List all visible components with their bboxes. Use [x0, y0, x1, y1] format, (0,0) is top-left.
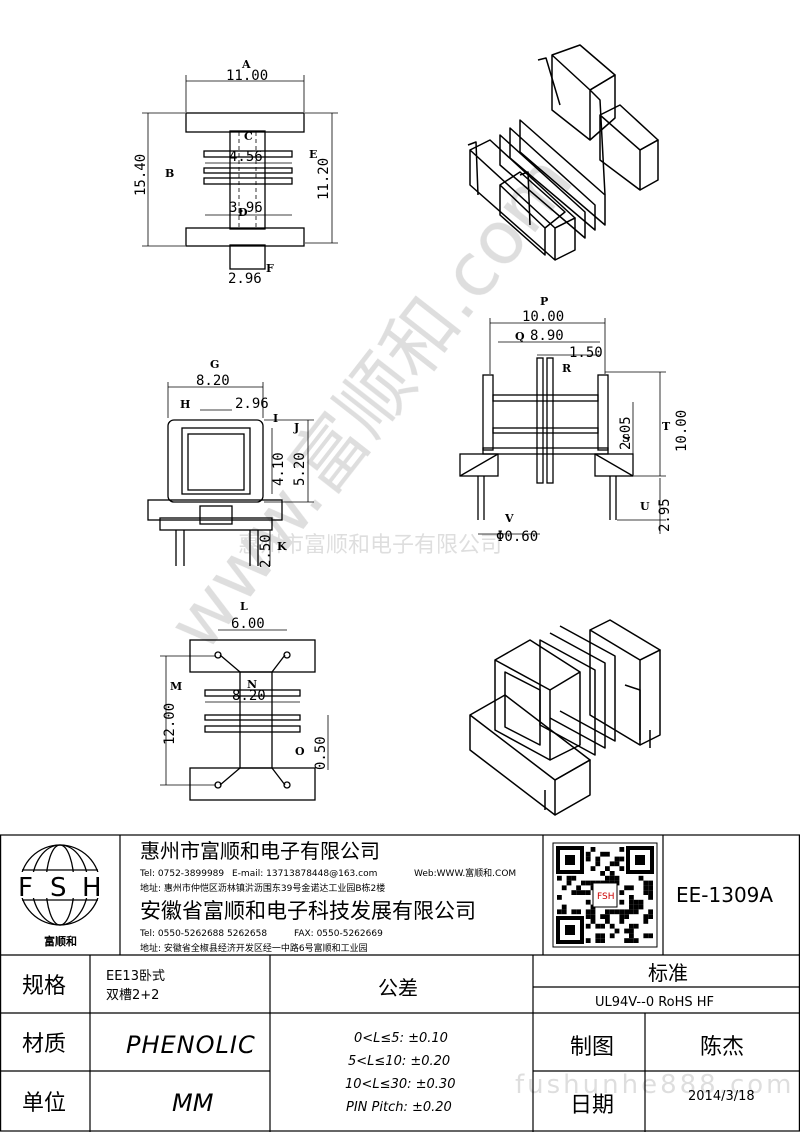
label-R: R	[562, 362, 572, 375]
dim-H: 2.96	[235, 396, 269, 412]
label-C: C	[244, 130, 253, 143]
company-info: 惠州市富顺和电子有限公司 Tel: 0752-3899989 E-mail: 1…	[139, 839, 516, 954]
isometric-view-2	[469, 619, 661, 816]
label-N: N	[247, 678, 257, 691]
tolerance-1: 0<L≤5: ±0.10	[354, 1031, 448, 1046]
fsh-logo-letters: F S H 富顺和	[12, 872, 108, 948]
top-view-dims: A 11.00 B 15.40 C 4.56 D 3.96 E 11.20 F …	[133, 58, 332, 287]
standard-value: UL94V--0 RoHS HF	[595, 995, 714, 1010]
tolerance-3: 10<L≤30: ±0.30	[345, 1077, 455, 1092]
spec-table: 规格 EE13卧式 双槽2+2 材质 PHENOLIC 单位 MM 公差 0<L…	[22, 961, 755, 1118]
dim-K: 2.50	[258, 534, 274, 568]
dim-M: 12.00	[162, 703, 178, 745]
dim-T: 10.00	[674, 410, 690, 452]
label-E: E	[309, 148, 317, 161]
date-value: 2014/3/18	[688, 1089, 755, 1104]
dim-C: 4.56	[229, 149, 263, 165]
label-G: G	[210, 358, 219, 371]
tolerance-2: 5<L≤10: ±0.20	[348, 1054, 450, 1069]
dim-L: 6.00	[231, 616, 265, 632]
dim-I: 4.10	[271, 452, 287, 486]
dim-J: 5.20	[292, 452, 308, 486]
dim-S: 2.05	[618, 416, 634, 450]
label-Q: Q	[515, 330, 525, 343]
unit-label: 单位	[22, 1091, 66, 1116]
dim-F: 2.96	[228, 271, 262, 287]
company2-tel: Tel: 0550-5262688 5262658	[139, 929, 267, 939]
company1-address: 地址: 惠州市仲恺区沥林镇沜沥围东39号金诺达工业园B栋2楼	[140, 882, 385, 894]
bottom-view	[160, 629, 329, 801]
spec-label: 规格	[22, 974, 66, 999]
logo-letter-s: S	[50, 873, 67, 903]
logo-name: 富顺和	[44, 934, 77, 948]
label-F: F	[266, 262, 274, 275]
company2-address: 地址: 安徽省全椒县经济开发区经一中路6号富顺和工业园	[140, 942, 368, 954]
label-T: T	[662, 420, 671, 433]
company1-web: Web:WWW.富顺和.COM	[414, 867, 516, 879]
unit-value: MM	[172, 1089, 214, 1117]
label-M: M	[170, 680, 182, 693]
label-V: V	[504, 512, 514, 525]
watermark-diagonal: www.富顺和.com	[151, 139, 589, 666]
dim-Q: 8.90	[530, 328, 564, 344]
label-J: J	[293, 421, 299, 434]
label-O: O	[295, 745, 305, 758]
material-value: PHENOLIC	[126, 1031, 256, 1059]
top-view	[142, 75, 338, 270]
label-S: S	[622, 432, 630, 445]
dim-N: 8.20	[232, 688, 266, 704]
dim-P: 10.00	[522, 309, 564, 325]
company1-email: E-mail: 13713878448@163.com	[232, 869, 377, 879]
isometric-view-1	[467, 44, 659, 261]
dim-A: 11.00	[226, 68, 268, 84]
drawn-value: 陈杰	[700, 1035, 744, 1060]
material-label: 材质	[22, 1032, 66, 1057]
dim-B: 15.40	[133, 154, 149, 196]
company2-name: 安徽省富顺和电子科技发展有限公司	[140, 899, 476, 923]
side-view	[147, 382, 314, 566]
label-D: D	[238, 206, 248, 219]
label-K: K	[277, 540, 287, 553]
watermark-company: 惠州市富顺和电子有限公司	[238, 533, 502, 558]
front-view	[459, 318, 666, 535]
qr-code: FSH	[552, 842, 658, 948]
title-block-grid	[0, 834, 800, 1132]
spec-value-2: 双槽2+2	[106, 988, 159, 1003]
dim-G: 8.20	[196, 373, 230, 389]
company2-fax: FAX: 0550-5262669	[294, 929, 383, 939]
company1-name: 惠州市富顺和电子有限公司	[140, 839, 380, 863]
standard-label: 标准	[648, 961, 688, 985]
tolerance-label: 公差	[378, 976, 418, 1000]
label-H: H	[180, 398, 190, 411]
label-L: L	[240, 600, 248, 613]
label-B: B	[165, 167, 174, 180]
dim-D: 3.96	[229, 200, 263, 216]
watermark-url: fushunhe888.com	[515, 1070, 795, 1100]
company1-tel: Tel: 0752-3899989	[139, 869, 224, 879]
side-view-dims: G 8.20 H 2.96 I 4.10 J 5.20 K 2.50	[180, 358, 308, 568]
label-P: P	[540, 295, 548, 308]
logo-letter-f: F	[18, 873, 33, 903]
spec-value-1: EE13卧式	[106, 969, 165, 984]
logo-letter-h: H	[82, 873, 102, 903]
date-label: 日期	[570, 1093, 614, 1118]
label-I: I	[273, 412, 278, 425]
label-A: A	[241, 58, 251, 71]
dim-R: 1.50	[569, 345, 603, 361]
tolerance-4: PIN Pitch: ±0.20	[346, 1100, 452, 1115]
drawn-label: 制图	[570, 1035, 614, 1060]
dim-V: Φ0.60	[496, 529, 538, 545]
front-view-dims: P 10.00 Q 8.90 R 1.50 S 2.05 T 10.00 U 2…	[496, 295, 690, 545]
dim-U: 2.95	[657, 498, 673, 532]
dim-O: 0.50	[313, 736, 329, 770]
dim-E: 11.20	[316, 158, 332, 200]
label-U: U	[640, 500, 650, 513]
bottom-view-dims: L 6.00 M 12.00 N 8.20 O 0.50	[162, 600, 329, 770]
part-number: EE-1309A	[676, 883, 773, 907]
qr-caption: FSH	[597, 892, 615, 902]
